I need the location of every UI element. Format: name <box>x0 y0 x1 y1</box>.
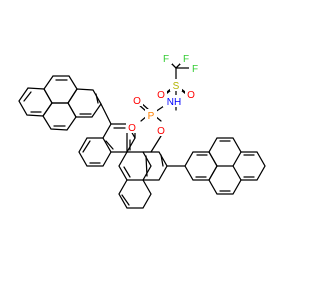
atom-nitrogen-h: NH <box>167 97 181 108</box>
label-bg-f3 <box>189 62 201 74</box>
molecule-structure: O P O O NH S O O F F F <box>18 52 266 209</box>
pyrene-upper-left <box>18 75 102 131</box>
label-bg-o-right <box>155 124 167 136</box>
atom-phosphorus: P <box>148 111 155 122</box>
atom-fluorine-right: F <box>192 64 198 75</box>
label-bg-o-left <box>126 121 138 133</box>
label-bg-os-left <box>155 88 167 100</box>
pyrene-lower-right <box>184 137 266 195</box>
atom-fluorine-top-left: F <box>163 54 169 65</box>
atom-oxygen-sulfonyl-left: O <box>157 90 165 101</box>
atom-oxygen-left: O <box>128 123 136 134</box>
atom-fluorine-top-right: F <box>183 54 189 65</box>
label-bg-f1 <box>160 52 172 64</box>
label-bg-f2 <box>180 52 192 64</box>
atom-oxygen-right: O <box>157 126 165 137</box>
label-bg-o-double <box>131 94 143 106</box>
atom-sulfur: S <box>173 81 180 92</box>
atom-oxygen-double: O <box>133 96 141 107</box>
label-bg-nh <box>163 95 185 107</box>
atom-oxygen-sulfonyl-right: O <box>187 90 195 101</box>
naphthalene-lower-right <box>118 151 168 209</box>
label-bg-os-right <box>185 88 197 100</box>
label-bg-s <box>170 79 182 91</box>
label-bg-p <box>145 109 157 121</box>
molecule-canvas: O P O O NH S O O F F F <box>18 52 266 209</box>
bond-pyrene-naphthyl-left <box>100 103 112 125</box>
